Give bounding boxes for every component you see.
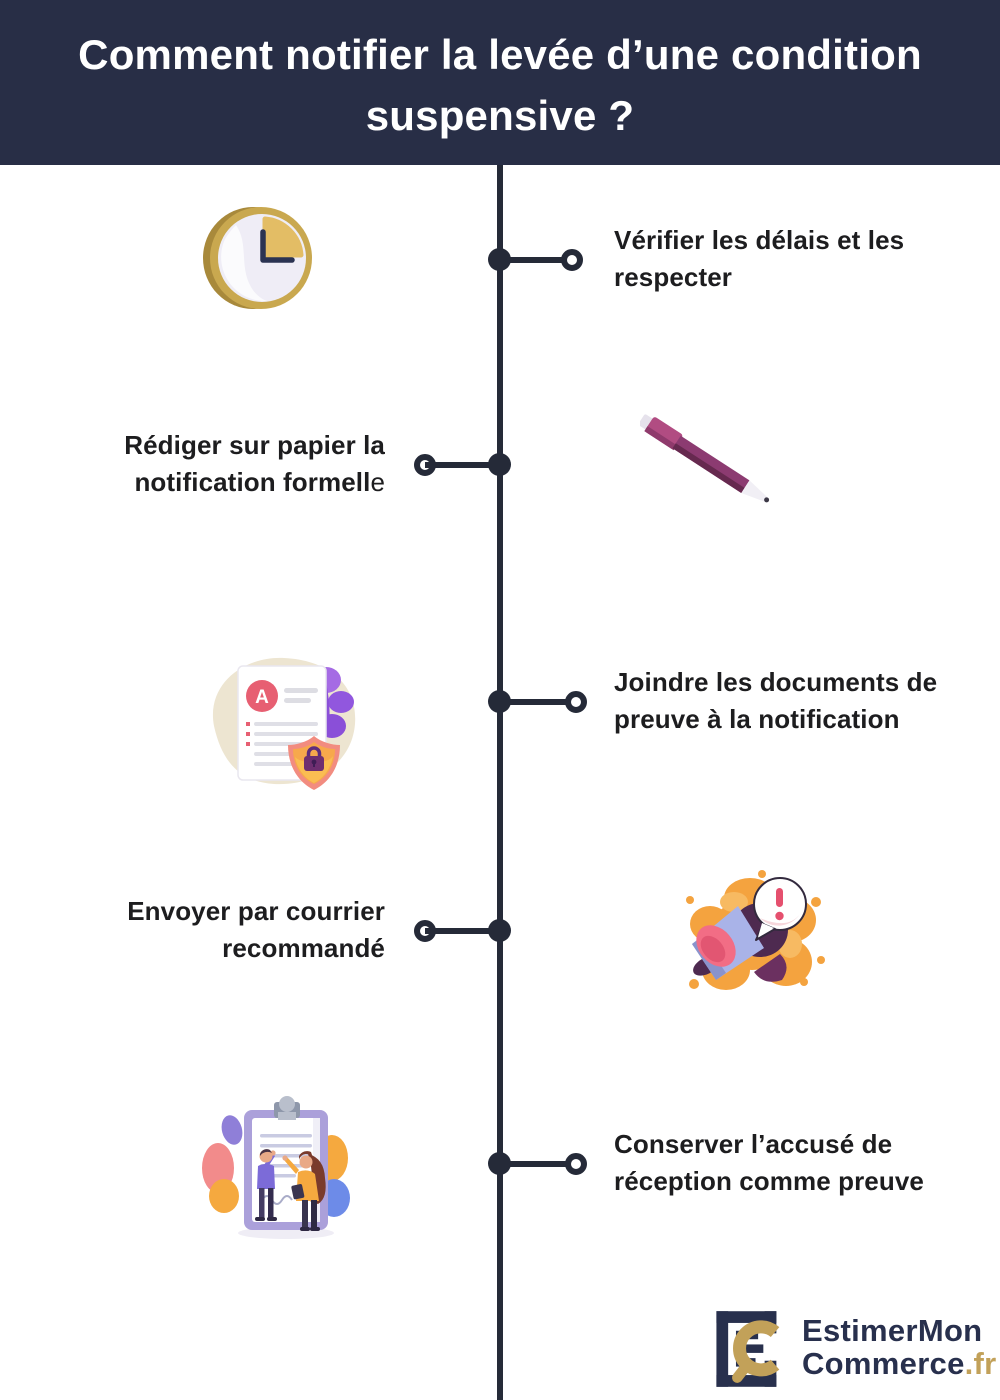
megaphone-icon — [686, 870, 825, 990]
timeline-dot — [488, 919, 511, 942]
step-label-2: Rédiger sur papier la notification formel… — [30, 427, 385, 501]
step-label-4: Envoyer par courrier recommandé — [30, 893, 385, 967]
timeline-dot — [488, 1152, 511, 1175]
page-title: Comment notifier la levée d’une conditio… — [0, 0, 1000, 146]
timeline-ring — [561, 249, 583, 271]
step-label-5: Conserver l’accusé de réception comme pre… — [614, 1126, 984, 1200]
timeline-connector — [500, 699, 576, 705]
step-2-line2-tail: e — [370, 467, 385, 497]
step-3-line1: Joindre les documents de — [614, 667, 938, 697]
document-shield-icon: A — [212, 657, 356, 790]
step-label-1: Vérifier les délais et les respecter — [614, 222, 984, 296]
timeline-dot — [488, 690, 511, 713]
clipboard-people-icon — [202, 1096, 350, 1239]
timeline-connector — [500, 257, 572, 263]
step-label-3: Joindre les documents de preuve à la noti… — [614, 664, 984, 738]
timeline-dot — [488, 453, 511, 476]
step-4-line2: recommandé — [222, 933, 385, 963]
step-2-line2: notification formell — [134, 467, 371, 497]
timeline-connector — [500, 1161, 576, 1167]
step-1-line1: Vérifier les délais et les — [614, 225, 905, 255]
person-woman — [282, 1151, 326, 1231]
step-5-line1: Conserver l’accusé de — [614, 1129, 893, 1159]
timeline-line — [497, 165, 503, 1400]
brand-name-line1: EstimerMon — [802, 1313, 983, 1348]
header: Comment notifier la levée d’une conditio… — [0, 0, 1000, 165]
brand-logo-icon — [716, 1311, 780, 1387]
timeline-connector — [425, 928, 500, 934]
step-1-line2: respecter — [614, 262, 732, 292]
timeline-ring — [565, 691, 587, 713]
brand-tld: .fr — [964, 1346, 997, 1381]
page-title-line1: Comment notifier la levée d’une conditio… — [78, 31, 922, 78]
page-title-line2: suspensive ? — [365, 92, 635, 139]
step-5-line2: réception comme preuve — [614, 1166, 924, 1196]
timeline-ring — [565, 1153, 587, 1175]
person-man — [255, 1149, 277, 1221]
document-letter: A — [255, 687, 269, 708]
timeline-connector — [425, 462, 500, 468]
step-2-line1: Rédiger sur papier la — [124, 430, 385, 460]
pen-icon — [640, 414, 770, 503]
step-4-line1: Envoyer par courrier — [127, 896, 385, 926]
timeline-dot — [488, 248, 511, 271]
clock-icon — [203, 207, 312, 309]
brand-name-line2: Commerce — [802, 1346, 965, 1381]
step-3-line2: preuve à la notification — [614, 704, 900, 734]
